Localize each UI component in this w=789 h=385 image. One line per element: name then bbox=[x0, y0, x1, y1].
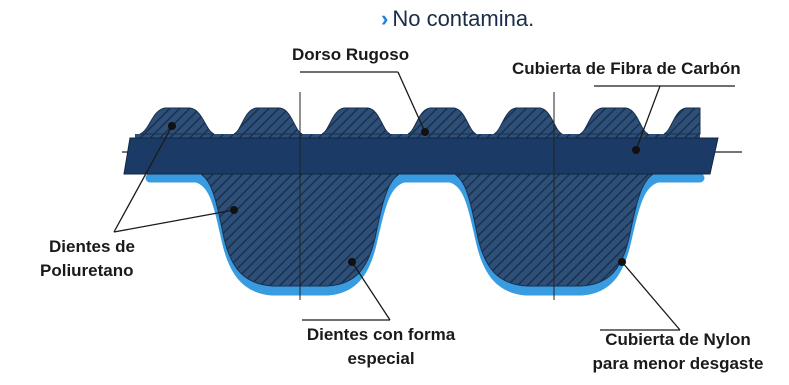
leader-dorso bbox=[300, 71, 429, 136]
feature-bullet-text: No contamina. bbox=[392, 6, 535, 31]
leader-dientes-poliuretano bbox=[113, 122, 238, 233]
label-dorso-rugoso: Dorso Rugoso bbox=[292, 45, 410, 64]
label-cubierta-nylon-line1: Cubierta de Nylon bbox=[605, 330, 751, 349]
label-cubierta-nylon-line2: para menor desgaste bbox=[592, 354, 764, 373]
label-dientes-forma-line1: Dientes con forma bbox=[306, 325, 456, 344]
back-teeth bbox=[135, 107, 701, 140]
label-dientes-forma-line2: especial bbox=[347, 349, 415, 368]
leader-dientes-forma bbox=[302, 258, 391, 321]
leader-cubierta-fibra bbox=[594, 85, 735, 154]
leader-cubierta-nylon bbox=[600, 258, 681, 331]
chevron-right-icon: › bbox=[381, 6, 389, 31]
label-cubierta-fibra: Cubierta de Fibra de Carbón bbox=[512, 59, 741, 78]
feature-bullet: ›No contamina. bbox=[381, 6, 534, 32]
label-dientes-poliuretano-line2: Poliuretano bbox=[40, 261, 134, 280]
carbon-cord-band bbox=[123, 137, 719, 175]
label-dientes-poliuretano-line1: Dientes de bbox=[49, 237, 135, 256]
